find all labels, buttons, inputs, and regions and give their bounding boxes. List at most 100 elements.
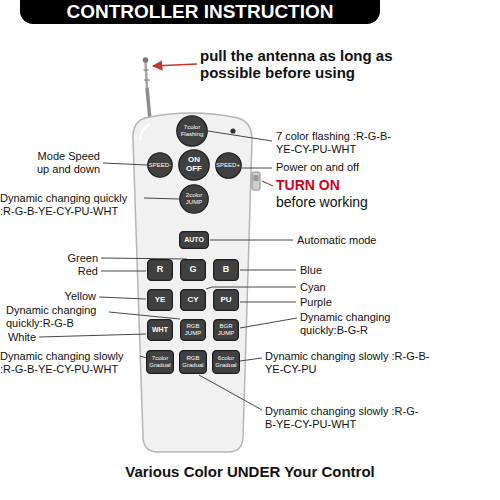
- indicator-led: [230, 128, 235, 133]
- remote-button: CY: [180, 289, 206, 311]
- leader-line: [240, 318, 297, 328]
- remote-button: B: [213, 259, 239, 281]
- leader-line: [109, 312, 180, 319]
- button-outline: [214, 260, 239, 281]
- leader-line: [242, 168, 272, 169]
- antenna-joint: [144, 70, 149, 71]
- button-label: 2color JUMP: [182, 192, 206, 205]
- callout-text: Purple: [300, 296, 332, 309]
- callout-text: Automatic mode: [297, 234, 376, 247]
- power-switch: [252, 172, 260, 190]
- button-outline: [215, 152, 241, 178]
- antenna-joint: [144, 80, 150, 81]
- round-button: 2color JUMP: [179, 184, 209, 214]
- callout-text: Dynamic changing quickly:R-G-B: [6, 304, 106, 329]
- remote-button: 7color Gradual: [146, 350, 174, 374]
- round-button: ON OFF: [178, 149, 210, 181]
- button-outline: [214, 290, 239, 311]
- button-outline: [213, 351, 240, 374]
- button-label: BGR JUMP: [215, 323, 237, 336]
- round-button: SPEED+: [215, 152, 242, 179]
- round-button: 7color Flashing: [176, 115, 208, 147]
- button-outline: [181, 260, 206, 281]
- remote-button: RGB JUMP: [180, 319, 206, 341]
- leader-line: [140, 356, 147, 358]
- leader-line: [240, 358, 262, 361]
- callout-text: Green: [67, 252, 98, 265]
- button-label: CY: [187, 296, 198, 305]
- button-label: SPEED+: [216, 162, 240, 169]
- button-label: G: [189, 265, 196, 275]
- button-label: SPEED-: [149, 162, 171, 169]
- button-outline: [214, 320, 239, 341]
- callout-text: Dynamic changing slowly :R-G-B-YE-CY-PU: [265, 350, 445, 375]
- round-button: SPEED-: [147, 152, 173, 178]
- remote-button: 6color Gradual: [212, 350, 240, 374]
- callout-text: Dynamic changing slowly :R-G-B-YE-CY-PU-…: [265, 405, 425, 430]
- button-outline: [180, 351, 207, 374]
- button-label: PU: [220, 296, 231, 305]
- callout-text: Blue: [300, 264, 322, 277]
- button-label: RGB JUMP: [182, 323, 204, 336]
- remote-button: G: [180, 259, 206, 281]
- leader-line: [240, 302, 296, 303]
- button-label: YE: [155, 296, 166, 305]
- button-outline: [148, 290, 173, 311]
- button-outline: [147, 351, 174, 374]
- button-label: R: [157, 265, 164, 275]
- button-label: B: [223, 265, 230, 275]
- button-outline: [180, 185, 209, 214]
- callout-text: Mode Speed up and down: [28, 150, 100, 175]
- button-outline: [181, 290, 206, 311]
- button-outline: [148, 320, 173, 341]
- button-outline: [181, 320, 206, 341]
- callout-text: TURN ON: [276, 177, 340, 193]
- leader-line: [103, 163, 147, 165]
- button-label: 7color Flashing: [179, 124, 205, 137]
- callout-text: before working: [276, 194, 368, 210]
- callout-text: Red: [78, 265, 98, 278]
- button-outline: [180, 232, 209, 249]
- button-label: 6color Gradual: [214, 355, 238, 368]
- leader-line: [210, 240, 293, 241]
- caption-text: Various Color UNDER Your Control: [0, 463, 500, 480]
- callout-text: 7 color flashing :R-G-B-YE-CY-PU-WHT: [276, 130, 406, 155]
- title-text: CONTROLLER INSTRUCTION: [20, 1, 380, 23]
- antenna-arrow: [153, 64, 197, 66]
- leader-line: [101, 271, 146, 272]
- callout-text: Dynamic changing slowly :R-G-B-YE-CY-PU-…: [0, 350, 138, 375]
- callout-text: Power on and off: [276, 161, 359, 174]
- callout-text: Dynamic changing quickly:B-G-R: [300, 311, 400, 336]
- title-bar: [20, 0, 380, 24]
- antenna-tip: [143, 57, 149, 63]
- remote-button: AUTO: [179, 231, 209, 249]
- antenna-base: [147, 88, 150, 120]
- callout-text: White: [8, 331, 36, 344]
- remote-button: R: [147, 259, 173, 281]
- leader-line: [99, 297, 146, 299]
- button-label: WHT: [152, 326, 168, 334]
- leader-line: [39, 334, 146, 337]
- remote-button: YE: [147, 289, 173, 311]
- button-outline: [148, 153, 173, 178]
- switch-knob: [254, 175, 259, 181]
- body-highlight: [140, 124, 150, 140]
- button-outline: [179, 150, 210, 181]
- button-label: AUTO: [184, 236, 204, 244]
- leader-line: [240, 270, 296, 271]
- remote-button: PU: [213, 289, 239, 311]
- callout-text: pull the antenna as long as possible bef…: [200, 47, 415, 82]
- antenna-rod: [146, 62, 148, 88]
- leader-line: [144, 198, 179, 199]
- callout-text: Cyan: [300, 281, 326, 294]
- leader-line: [208, 131, 272, 141]
- leader-line: [206, 287, 296, 289]
- remote-body: [133, 113, 252, 452]
- remote-button: RGB Gradual: [179, 350, 207, 374]
- button-outline: [148, 260, 173, 281]
- remote-button: WHT: [147, 319, 173, 341]
- callout-text: Yellow: [65, 290, 96, 303]
- button-outline: [177, 116, 208, 147]
- button-label: ON OFF: [185, 156, 203, 174]
